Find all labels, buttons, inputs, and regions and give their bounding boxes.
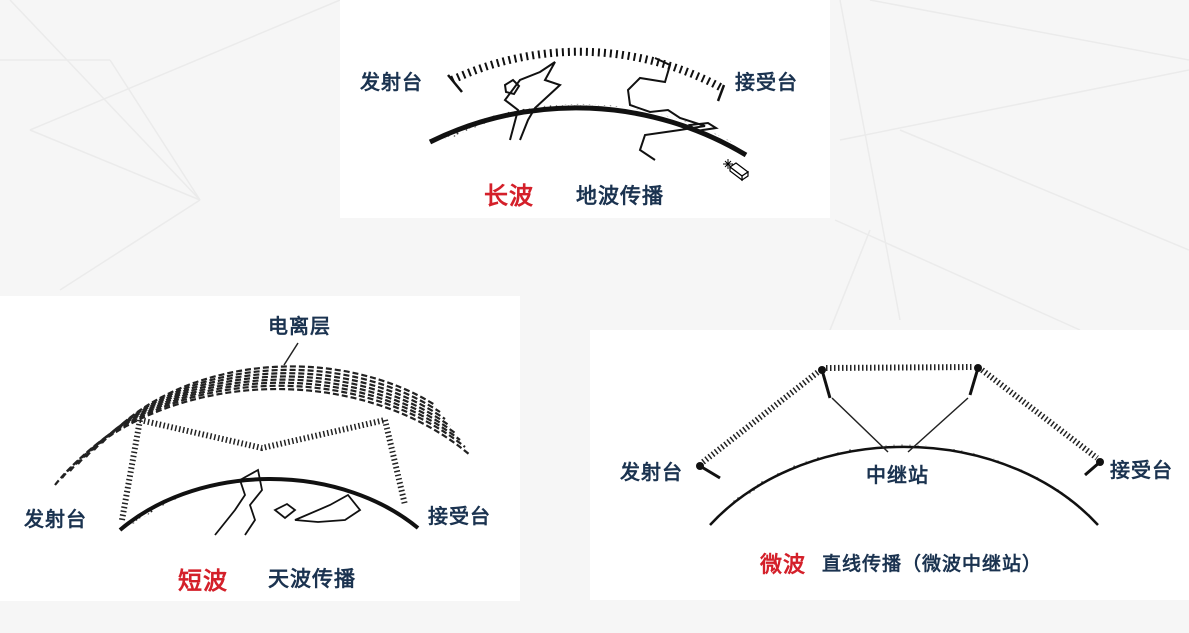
short-wave-diagram [54,342,471,536]
microwave-diagram [696,364,1104,526]
ionosphere-label: 电离层 [268,314,331,338]
microwave-type-label: 微波 [760,552,807,578]
eraser-cursor-icon [723,159,750,182]
long-wave-transmitter-label: 发射台 [360,70,423,94]
microwave-mode-label: 直线传播（微波中继站） [822,553,1043,575]
short-wave-panel [0,296,520,601]
long-wave-mode-label: 地波传播 [576,184,664,208]
long-wave-type-label: 长波 [484,181,534,210]
short-wave-receiver-label: 接受台 [428,504,491,528]
long-wave-diagram [428,47,748,161]
long-wave-receiver-label: 接受台 [735,70,798,94]
short-wave-transmitter-label: 发射台 [24,507,87,531]
microwave-receiver-label: 接受台 [1110,458,1173,482]
short-wave-type-label: 短波 [178,566,228,595]
microwave-transmitter-label: 发射台 [620,460,683,484]
short-wave-mode-label: 天波传播 [268,567,356,591]
relay-station-label: 中继站 [866,463,929,487]
microwave-panel [590,330,1189,600]
